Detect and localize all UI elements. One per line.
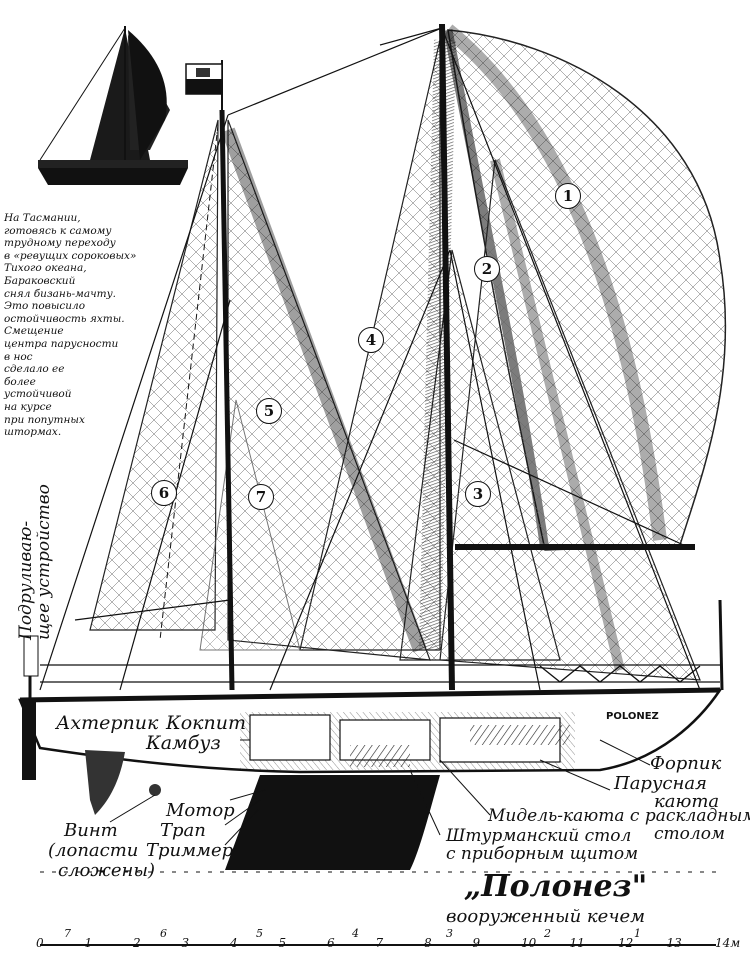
scale-meter-label: 14м [715,936,741,950]
scale-frame-label: 5 [256,927,263,940]
scale-frame-label: 3 [446,927,453,940]
title-line-1: „Полонез" [464,869,648,904]
interior [240,712,575,770]
scale-frame-label: 1 [634,927,641,940]
label-parusnaya-2: каюта [654,791,720,812]
label-kambuz: Камбуз [146,732,221,754]
scale-meter-label: 11 [569,936,585,950]
sail-number-5: 5 [256,398,282,424]
scale-meter-label: 12 [618,936,634,950]
sail-number-1: 1 [555,183,581,209]
scale-meter-label: 3 [181,936,190,950]
scale-meter-label: 13 [666,936,682,950]
scale-frame-label: 7 [64,927,71,940]
hull-name: POLONEZ [606,711,659,722]
scale-meter-label: 7 [375,936,384,950]
label-kokpit: Кокпит [166,712,246,734]
caption-line: при попутных [4,413,85,426]
label-parusnaya-1: Парусная [614,773,707,794]
caption-line: Это повысило [4,300,86,313]
label-midel-1: Мидель-каюта с раскладным [488,806,750,826]
caption-line: на курсе [4,400,52,413]
keel [225,775,440,870]
caption-line: Тихого океана, [4,262,87,275]
label-trimmer: Триммер [146,840,234,861]
caption-line: в нос [4,350,33,363]
caption-line: трудному переходу [4,237,116,250]
caption-line: центра парусности [4,337,119,350]
scale-frame-label: 6 [160,927,167,940]
title-line-2: вооруженный кечем [446,906,646,927]
scale-meter-label: 8 [424,936,432,950]
caption-line: в «ревущих сороковых» [4,249,137,262]
label-midel-2: столом [654,824,726,844]
caption-line: снял бизань-мачту. [4,287,116,300]
label-forpik: Форпик [650,753,722,774]
scale-meter-label: 1 [84,936,93,950]
caption-line: более [4,375,36,388]
sail-number-4: 4 [358,327,384,353]
scale-meter-label: 6 [327,936,335,950]
caption-line: Бараковский [4,274,76,287]
deck-rail [40,664,720,683]
scale-meter-label: 4 [230,936,238,950]
scale-meter-label: 10 [521,936,537,950]
caption-line: штормах. [4,426,62,439]
label-motor: Мотор [166,800,235,821]
scale-bar [40,871,716,946]
label-shturman-1: Штурманский стол [446,826,632,846]
caption-line: На Тасмании, [4,212,81,224]
sail-7 [199,399,301,651]
scale-frame-label: 4 [352,927,359,940]
caption-line: устойчивой [4,388,72,401]
mizzen-mast [219,109,235,691]
caption-line: готовясь к самому [4,224,112,237]
label-achterpik: Ахтерпик [56,712,159,734]
rudder [85,750,125,815]
bow-thruster [22,700,36,780]
flag [185,60,223,112]
bow-thruster-label-2: щее устройство [34,484,54,640]
scale-frame-label: 2 [544,927,551,940]
caption-line: сделало ее [4,363,65,376]
scale-meter-label: 0 [36,936,44,950]
bow-thruster-label-1: Подруливаю- [16,520,36,640]
caption-line: остойчивость яхты. [4,312,125,325]
inset-silhouette [38,26,188,185]
caption-line: Смещение [4,325,64,338]
scale-meter-label: 5 [278,936,287,950]
label-vint-1: Винт [64,820,118,841]
label-shturman-2: с приборным щитом [446,844,639,864]
sail-number-2: 2 [474,256,500,282]
label-vint-3: сложены) [58,860,156,881]
sail-number-7: 7 [248,484,274,510]
label-vint-2: (лопасти [48,840,139,861]
main-mast [439,23,455,691]
label-trap: Трап [160,820,206,841]
sail-number-6: 6 [151,480,177,506]
sail-6 [89,119,219,631]
scale-meter-label: 2 [133,936,141,950]
sail-number-3: 3 [465,481,491,507]
scale-meter-label: 9 [472,936,481,950]
